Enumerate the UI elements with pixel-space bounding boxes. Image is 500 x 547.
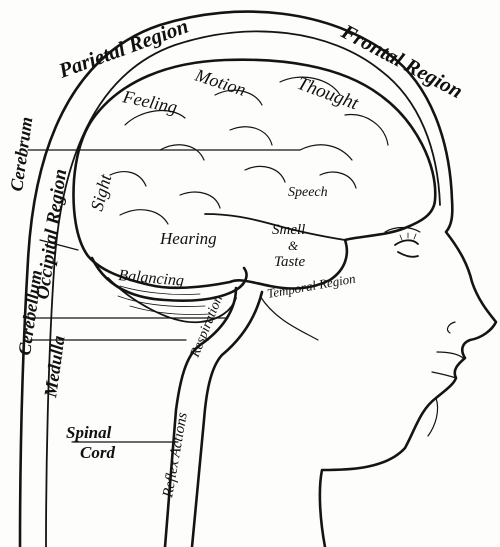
speech-label: Speech bbox=[288, 185, 328, 200]
gyrus-lines bbox=[109, 76, 389, 225]
sight-label: Sight bbox=[87, 171, 116, 213]
reflex-actions-label: Reflex Actions bbox=[160, 411, 191, 500]
lips bbox=[431, 351, 464, 379]
smell-label: Smell bbox=[272, 222, 305, 238]
cerebellum-lobe bbox=[107, 277, 237, 324]
ear-line bbox=[259, 295, 319, 341]
feeling-label: Feeling bbox=[120, 86, 179, 117]
eye-brow bbox=[384, 226, 421, 233]
temporal-region-label: Temporal Region bbox=[266, 271, 357, 301]
chin-line bbox=[427, 397, 439, 437]
motion-label: Motion bbox=[192, 64, 249, 99]
balancing-label: Balancing bbox=[118, 267, 185, 290]
cord-label: Cord bbox=[80, 443, 115, 462]
medulla-label: Medulla bbox=[40, 334, 69, 399]
nostril bbox=[446, 321, 456, 334]
brainstem-left bbox=[163, 286, 238, 547]
eye-lashes bbox=[399, 232, 417, 241]
sylvian-fissure bbox=[204, 213, 346, 241]
head-outline bbox=[18, 10, 498, 547]
ampersand-label: & bbox=[288, 238, 299, 253]
eye bbox=[394, 239, 419, 258]
cerebrum-label: Cerebrum bbox=[6, 115, 36, 192]
cerebellum-label: Cerebellum bbox=[14, 269, 46, 357]
parietal-region-label: Parietal Region bbox=[55, 14, 192, 83]
hearing-label: Hearing bbox=[159, 229, 217, 248]
cerebellum-folds bbox=[117, 285, 211, 315]
taste-label: Taste bbox=[274, 254, 305, 270]
brainstem-right bbox=[190, 290, 264, 547]
skull-inner-line bbox=[45, 30, 441, 547]
spinal-label: Spinal bbox=[66, 423, 112, 442]
leader-occipital bbox=[39, 239, 79, 251]
